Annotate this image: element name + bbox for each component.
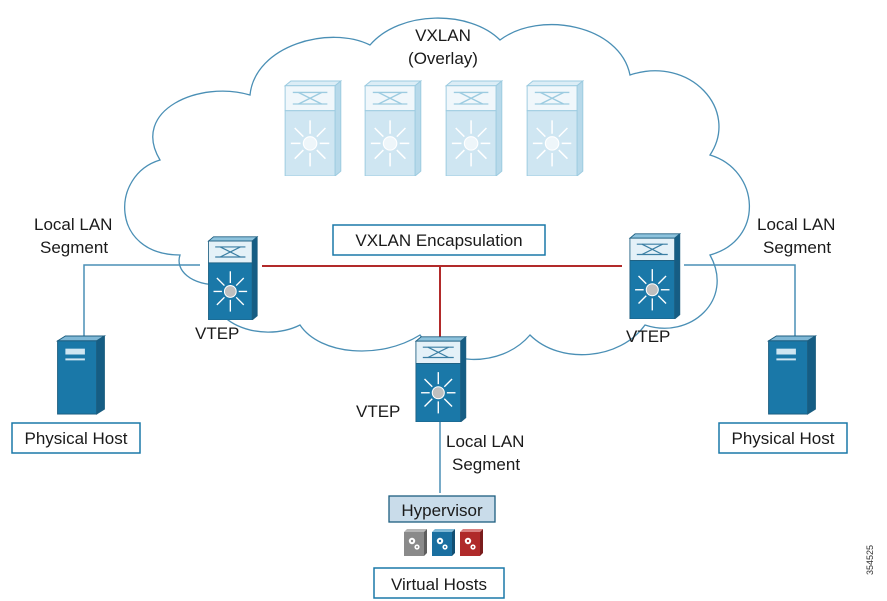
physical-host-left-icon	[57, 335, 105, 415]
overlay-switch-1	[284, 80, 342, 176]
figure-id: 354525	[865, 545, 875, 575]
segment-left-line1: Local LAN	[34, 215, 112, 234]
physical-host-left-label: Physical Host	[25, 429, 128, 448]
vm-icon-gray	[404, 529, 427, 556]
segment-right-line2: Segment	[763, 238, 831, 257]
overlay-switch-2	[364, 80, 422, 176]
virtual-hosts-label: Virtual Hosts	[391, 575, 487, 594]
vtep-right-label: VTEP	[626, 327, 670, 346]
vtep-left-switch	[207, 236, 259, 320]
encapsulation-label: VXLAN Encapsulation	[355, 231, 522, 250]
overlay-title: VXLAN	[415, 26, 471, 45]
vtep-center-label: VTEP	[356, 402, 400, 421]
vm-icon-red	[460, 529, 483, 556]
overlay-cloud	[124, 17, 751, 361]
vtep-left-label: VTEP	[195, 324, 239, 343]
vm-icon-blue	[432, 529, 455, 556]
overlay-subtitle: (Overlay)	[408, 49, 478, 68]
segment-left-line2: Segment	[40, 238, 108, 257]
lan-line-right	[684, 264, 796, 345]
physical-host-left-box	[11, 422, 141, 454]
overlay-switch-3	[445, 80, 503, 176]
hypervisor-box	[388, 495, 496, 523]
segment-center-line1: Local LAN	[446, 432, 524, 451]
overlay-switch-4	[526, 80, 584, 176]
lan-line-left	[83, 264, 200, 345]
segment-right-line1: Local LAN	[757, 215, 835, 234]
virtual-hosts-box	[373, 567, 505, 599]
physical-host-right-label: Physical Host	[732, 429, 835, 448]
physical-host-right-icon	[768, 335, 816, 415]
segment-center-line2: Segment	[452, 455, 520, 474]
physical-host-right-box	[718, 422, 848, 454]
vtep-right-switch	[629, 233, 681, 319]
vtep-center-switch	[415, 336, 467, 422]
encapsulation-box	[332, 224, 546, 256]
hypervisor-label: Hypervisor	[401, 501, 483, 520]
